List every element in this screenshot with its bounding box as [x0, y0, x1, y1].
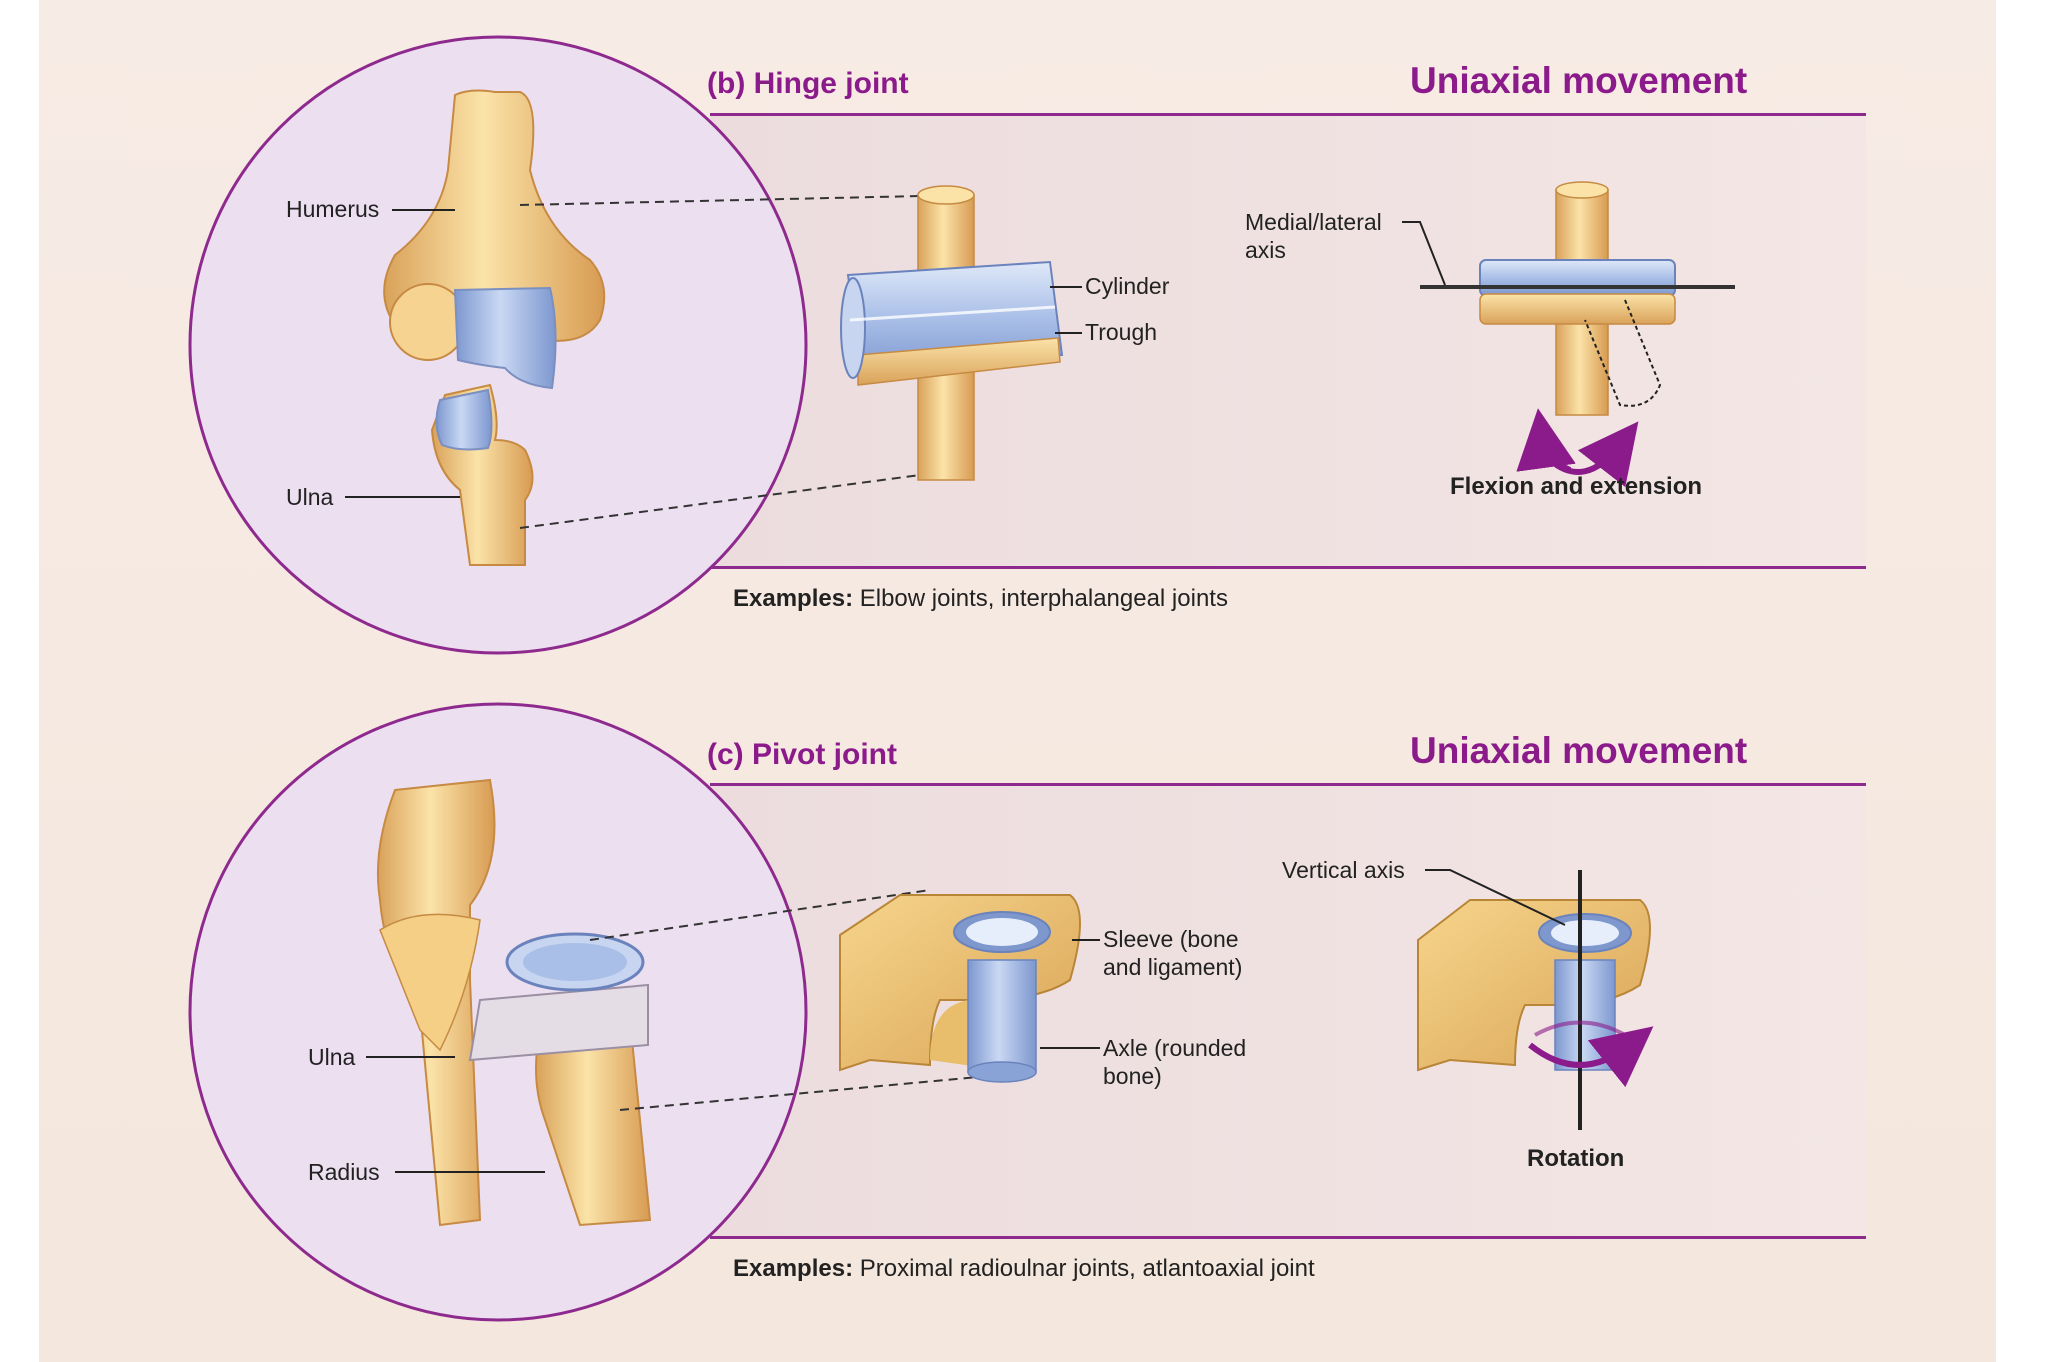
- hinge-movement-title: Uniaxial movement: [1410, 60, 1748, 101]
- pivot-bottom-rule: [710, 1236, 1866, 1239]
- connector-humerus: [519, 195, 921, 206]
- hinge-examples-heading: Examples:: [733, 585, 854, 612]
- pivot-examples: Examples: Proximal radioulnar joints, at…: [733, 1255, 1315, 1283]
- label-vertical-axis: Vertical axis: [1282, 857, 1405, 883]
- connector-axle: [619, 1074, 1001, 1111]
- ulna-pivot-illustration: [376, 778, 496, 1227]
- pivot-movement-title: Uniaxial movement: [1410, 730, 1748, 771]
- pivot-examples-text: Proximal radioulnar joints, atlantoaxial…: [859, 1255, 1315, 1282]
- label-axle: Axle (rounded bone): [1103, 1035, 1247, 1089]
- hinge-model: [840, 185, 1064, 481]
- connector-ulna: [519, 474, 921, 529]
- label-cylinder: Cylinder: [1085, 273, 1170, 299]
- hinge-movement-model: [1420, 181, 1735, 488]
- pivot-title: (c) Pivot joint: [707, 738, 897, 771]
- pivot-examples-heading: Examples:: [733, 1255, 854, 1282]
- label-humerus: Humerus: [286, 196, 380, 222]
- pivot-top-rule: [710, 783, 1866, 786]
- leader-medial-lateral-axis: [1402, 221, 1446, 286]
- pivot-model: [839, 894, 1081, 1083]
- label-ulna: Ulna: [286, 484, 334, 510]
- hinge-top-rule: [710, 113, 1866, 116]
- label-ulna-pivot: Ulna: [308, 1044, 356, 1070]
- hinge-bottom-rule: [710, 566, 1866, 569]
- label-flexion-extension: Flexion and extension: [1450, 473, 1703, 500]
- label-sleeve: Sleeve (bone and ligament): [1103, 926, 1243, 980]
- label-trough: Trough: [1085, 319, 1158, 345]
- hinge-examples-text: Elbow joints, interphalangeal joints: [859, 585, 1228, 612]
- label-radius: Radius: [308, 1159, 380, 1185]
- radius-illustration: [468, 932, 652, 1227]
- leader-vertical-axis: [1425, 869, 1566, 926]
- hinge-examples: Examples: Elbow joints, interphalangeal …: [733, 585, 1228, 613]
- ulna-illustration: [430, 383, 534, 566]
- hinge-title: (b) Hinge joint: [707, 67, 909, 100]
- pivot-movement-model: [1417, 870, 1654, 1130]
- connector-sleeve: [589, 889, 931, 941]
- label-rotation: Rotation: [1527, 1145, 1625, 1172]
- humerus-illustration: [383, 89, 606, 390]
- label-medial-lateral-axis: Medial/lateral axis: [1245, 209, 1382, 263]
